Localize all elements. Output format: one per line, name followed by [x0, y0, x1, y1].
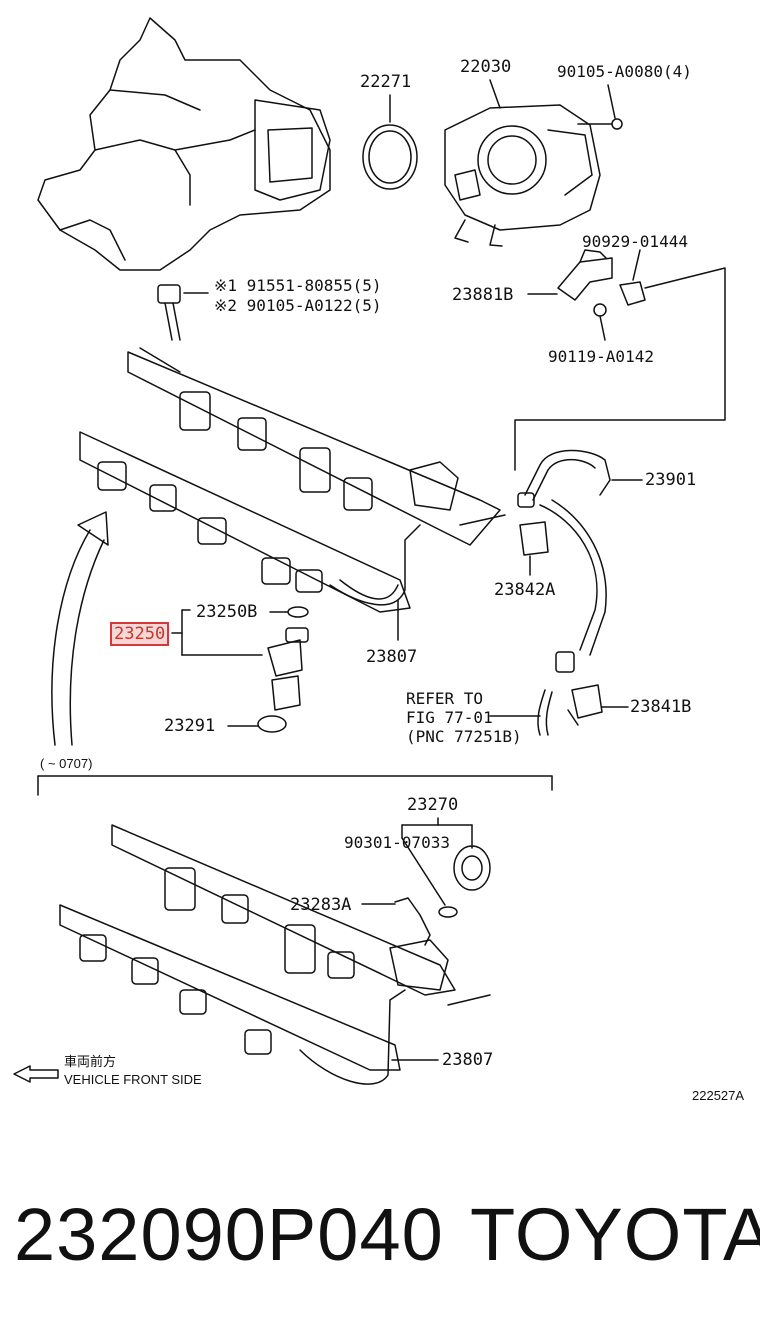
clip-23842a-drawing: [519, 521, 549, 576]
label-23250-highlighted: 23250: [110, 622, 170, 646]
intake-manifold-drawing: [37, 17, 331, 271]
label-90929-01444: 90929-01444: [582, 232, 688, 251]
refer-line-1: REFER TO: [406, 689, 484, 708]
label-23881b: 23881B: [452, 285, 514, 305]
label-90105-a0080: 90105-A0080(4): [557, 62, 692, 81]
bracket-23881b-drawing: [514, 249, 726, 471]
label-23283a: 23283A: [290, 895, 352, 915]
injector-23250-drawing: [171, 606, 309, 733]
front-label-en: VEHICLE FRONT SIDE: [64, 1072, 202, 1087]
label-90119-a0142: 90119-A0142: [548, 347, 654, 366]
label-22030: 22030: [460, 57, 512, 77]
direction-arrow-drawing: [51, 511, 109, 746]
refer-line-2: FIG 77-01: [406, 708, 493, 727]
fuel-hose-23901-drawing: [517, 449, 643, 673]
fuel-rail-lower-drawing: [59, 817, 491, 1085]
label-23807-bottom: 23807: [442, 1050, 494, 1070]
range-bracket-drawing: [37, 775, 553, 796]
label-23841b: 23841B: [630, 697, 692, 717]
label-23250b: 23250B: [196, 602, 258, 622]
label-90105-a0122: ※2 90105-A0122(5): [214, 296, 382, 315]
clip-23841b-drawing: [489, 684, 629, 736]
refer-line-3: (PNC 77251B): [406, 727, 522, 746]
label-90301-07033: 90301-07033: [344, 833, 450, 852]
fuel-rail-upper-drawing: [79, 347, 506, 641]
label-91551-80855: ※1 91551-80855(5): [214, 276, 382, 295]
label-23842a: 23842A: [494, 580, 556, 600]
label-23901: 23901: [645, 470, 697, 490]
label-22271: 22271: [360, 72, 412, 92]
brand-title: TOYOTA: [470, 1193, 760, 1276]
label-23807-top: 23807: [366, 647, 418, 667]
label-23291: 23291: [164, 716, 216, 736]
bolt-91551-drawing: [157, 284, 209, 341]
gasket-22271-drawing: [362, 94, 418, 190]
front-arrow-drawing: [13, 1065, 59, 1083]
date-range-label: ( ~ 0707): [40, 756, 93, 771]
label-23270: 23270: [407, 795, 459, 815]
figure-code: 222527A: [692, 1088, 745, 1103]
throttle-body-22030-drawing: [444, 79, 623, 247]
front-label-jp: 車両前方: [64, 1055, 117, 1070]
parts-diagram: [13, 17, 726, 1085]
part-number-title: 232090P040: [14, 1193, 444, 1276]
